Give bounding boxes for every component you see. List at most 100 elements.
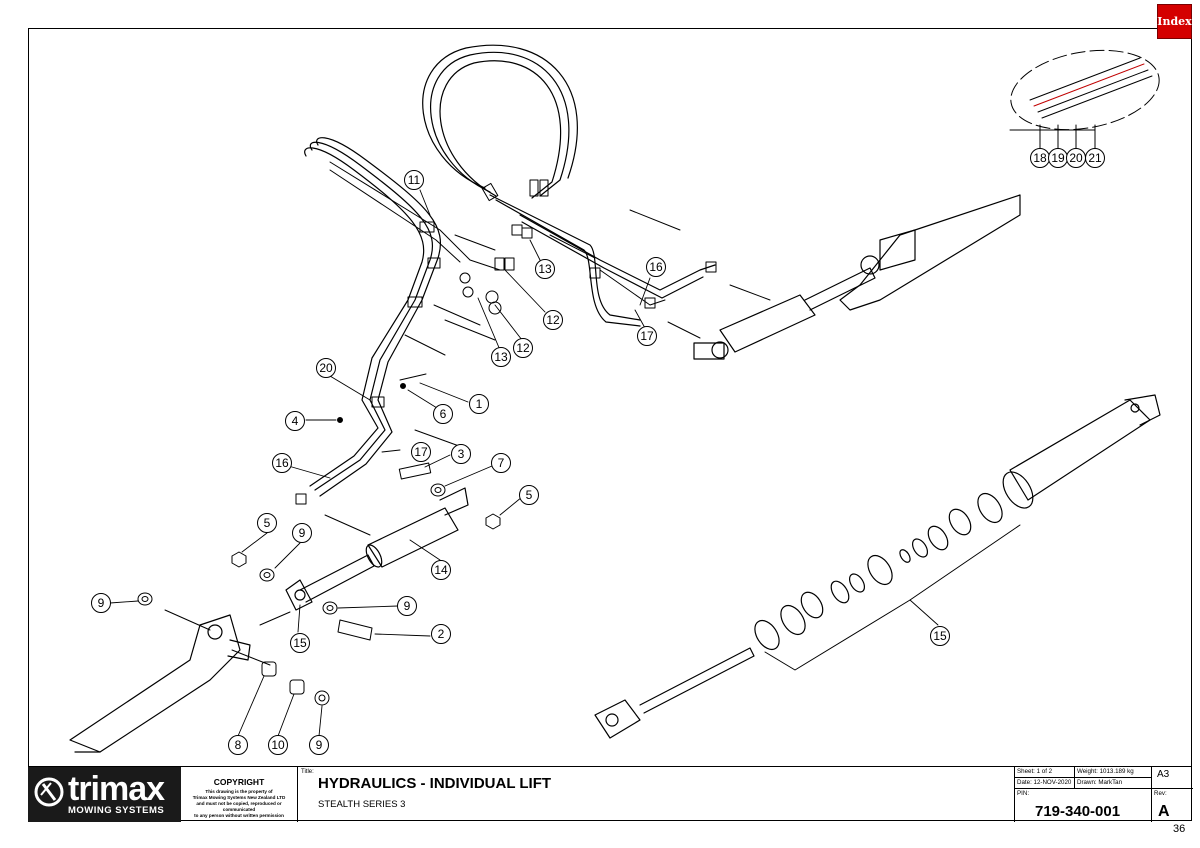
callout-18: 18 xyxy=(1030,148,1050,168)
date: Date: 12-NOV-2020 xyxy=(1015,778,1075,789)
title-label: Title: xyxy=(301,769,314,775)
svg-text:7: 7 xyxy=(498,456,505,470)
hose-loop xyxy=(439,60,562,199)
svg-text:15: 15 xyxy=(293,636,307,650)
drawing-subtitle: STEALTH SERIES 3 xyxy=(318,799,406,810)
pins-and-washers xyxy=(137,373,501,706)
callout-15: 15 xyxy=(290,633,310,653)
callout-17: 17 xyxy=(411,442,431,462)
svg-text:4: 4 xyxy=(292,414,299,428)
rev-label: Rev: xyxy=(1154,790,1167,797)
svg-text:3: 3 xyxy=(458,447,465,461)
svg-text:20: 20 xyxy=(319,361,333,375)
callout-5: 5 xyxy=(519,485,539,505)
lower-left-arm xyxy=(69,614,251,753)
hose-loop xyxy=(422,44,578,189)
hose-right xyxy=(519,214,716,291)
callout-7: 7 xyxy=(491,453,511,473)
svg-text:5: 5 xyxy=(526,488,533,502)
pin: PIN: 719-340-001 xyxy=(1015,789,1152,822)
svg-text:6: 6 xyxy=(440,407,447,421)
drawing-info-table: Sheet: 1 of 2 Weight: 1013.189 kg A3 Dat… xyxy=(1014,767,1193,822)
callout-13: 13 xyxy=(491,347,511,367)
copyright-text: This drawing is the property of Trimax M… xyxy=(192,789,286,818)
svg-text:12: 12 xyxy=(516,341,530,355)
svg-text:13: 13 xyxy=(538,262,552,276)
svg-text:17: 17 xyxy=(414,445,428,459)
hose-loop xyxy=(430,51,570,197)
svg-text:16: 16 xyxy=(649,260,663,274)
sheet-count: Sheet: 1 of 2 xyxy=(1015,767,1075,778)
company-logo: trimax MOWING SYSTEMS xyxy=(28,767,181,822)
callout-12: 12 xyxy=(513,338,533,358)
revision: Rev: A xyxy=(1152,789,1193,822)
copyright-notice: COPYRIGHT This drawing is the property o… xyxy=(181,767,298,822)
svg-text:16: 16 xyxy=(275,456,289,470)
callout-12: 12 xyxy=(543,310,563,330)
svg-text:1: 1 xyxy=(476,397,483,411)
trimax-logo-icon xyxy=(34,777,64,807)
callout-9: 9 xyxy=(292,523,312,543)
paper-size: A3 xyxy=(1152,767,1193,789)
drawing-title: HYDRAULICS - INDIVIDUAL LIFT xyxy=(318,775,552,792)
svg-text:11: 11 xyxy=(408,173,421,187)
rev-value: A xyxy=(1158,803,1170,820)
callout-17: 17 xyxy=(637,326,657,346)
callout-2: 2 xyxy=(431,624,451,644)
callout-20: 20 xyxy=(316,358,336,378)
svg-text:9: 9 xyxy=(316,738,323,752)
exploded-cylinder xyxy=(594,394,1161,739)
svg-text:9: 9 xyxy=(98,596,105,610)
logo-subtitle: MOWING SYSTEMS xyxy=(68,805,165,816)
svg-text:21: 21 xyxy=(1088,151,1102,165)
svg-text:17: 17 xyxy=(640,329,654,343)
upper-right-cylinder xyxy=(693,194,1021,360)
callout-11: 11 xyxy=(404,170,424,190)
drawing-sheet-border xyxy=(28,28,1192,821)
callout-20: 20 xyxy=(1066,148,1086,168)
svg-text:9: 9 xyxy=(299,526,306,540)
left-lift-cylinder xyxy=(285,487,469,611)
svg-text:10: 10 xyxy=(271,738,285,752)
hose-right xyxy=(521,221,704,299)
logo-wordmark: trimax xyxy=(68,770,165,808)
svg-text:14: 14 xyxy=(434,563,448,577)
callout-14: 14 xyxy=(431,560,451,580)
drawn-by: Drawn: MarkTan xyxy=(1075,778,1152,789)
callout-5: 5 xyxy=(257,513,277,533)
svg-text:2: 2 xyxy=(438,627,445,641)
callout-9: 9 xyxy=(91,593,111,613)
hose-fittings xyxy=(295,179,717,505)
callout-10: 10 xyxy=(268,735,288,755)
callout-1: 1 xyxy=(469,394,489,414)
page-number: 36 xyxy=(1173,823,1186,835)
hose-kit-detail xyxy=(1010,49,1160,149)
svg-text:9: 9 xyxy=(404,599,411,613)
copyright-title: COPYRIGHT xyxy=(213,777,265,787)
callout-6: 6 xyxy=(433,404,453,424)
hose-right xyxy=(495,199,641,327)
weight: Weight: 1013.189 kg xyxy=(1075,767,1152,778)
svg-text:12: 12 xyxy=(546,313,560,327)
callout-15: 15 xyxy=(930,626,950,646)
svg-text:15: 15 xyxy=(933,629,947,643)
hose-left xyxy=(316,137,442,497)
callout-16: 16 xyxy=(272,453,292,473)
svg-text:20: 20 xyxy=(1069,151,1083,165)
hose-left xyxy=(304,147,425,487)
title-area: Title: HYDRAULICS - INDIVIDUAL LIFT STEA… xyxy=(298,767,1014,822)
index-button[interactable]: Index xyxy=(1157,4,1192,39)
svg-text:8: 8 xyxy=(235,738,242,752)
callout-13: 13 xyxy=(535,259,555,279)
cylinder-seals xyxy=(754,492,1003,651)
callout-9: 9 xyxy=(309,735,329,755)
title-block: trimax MOWING SYSTEMS COPYRIGHT This dra… xyxy=(28,766,1193,822)
svg-text:5: 5 xyxy=(264,516,271,530)
callout-21: 21 xyxy=(1085,148,1105,168)
svg-text:18: 18 xyxy=(1033,151,1047,165)
callout-3: 3 xyxy=(451,444,471,464)
callout-4: 4 xyxy=(285,411,305,431)
callout-19: 19 xyxy=(1048,148,1068,168)
hose-left xyxy=(309,141,434,491)
